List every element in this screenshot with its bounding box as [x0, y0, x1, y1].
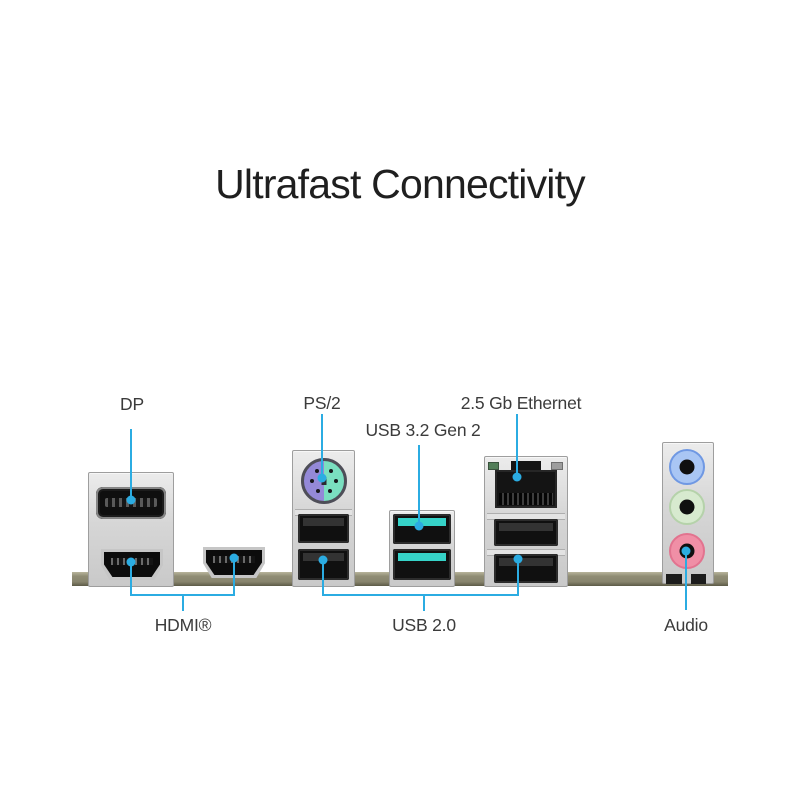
label-audio: Audio [664, 615, 708, 635]
callout-line-ps2 [321, 414, 323, 478]
usb32-bracket [389, 510, 455, 587]
callout-line-hdmi-2 [233, 558, 235, 596]
callout-line-audio [685, 551, 687, 610]
ps2-pin [315, 469, 319, 473]
audio-solder-tab [666, 574, 682, 584]
ethernet-led-right [551, 462, 563, 470]
line-in-jack [669, 449, 705, 485]
label-dp: DP [120, 394, 144, 414]
callout-line-usb20-1 [322, 560, 324, 596]
ethernet-usb-bracket [484, 456, 568, 587]
audio-solder-tab [691, 574, 706, 584]
jack-hole [679, 459, 695, 475]
callout-dot-ethernet [512, 472, 522, 482]
callout-line-ethernet [516, 414, 518, 477]
jack-hole [679, 499, 695, 515]
callout-bracket-hdmi [130, 594, 235, 596]
ps2-pin [334, 479, 338, 483]
rj45-contacts [499, 493, 553, 505]
page-title: Ultrafast Connectivity [215, 161, 586, 207]
ps2-pin [329, 469, 333, 473]
label-hdmi: HDMI® [154, 615, 212, 635]
label-ps2: PS/2 [303, 393, 341, 413]
label-usb32: USB 3.2 Gen 2 [365, 420, 481, 440]
callout-dot-usb32 [414, 521, 424, 531]
label-usb20: USB 2.0 [392, 615, 456, 635]
callout-bracket-usb20 [322, 594, 519, 596]
ps2-port [301, 458, 347, 504]
audio-bracket [662, 442, 714, 584]
callout-dot-ps2 [317, 473, 327, 483]
callout-line-hdmi-1 [130, 562, 132, 596]
line-out-jack [669, 489, 705, 525]
ps2-pin [328, 489, 332, 493]
usb-tongue [499, 523, 553, 531]
callout-line-dp [130, 429, 132, 500]
usb-tongue [303, 518, 344, 526]
ethernet-port [495, 461, 557, 508]
ps2-pin [316, 489, 320, 493]
usb-tongue [499, 558, 553, 566]
callout-line-usb32 [418, 445, 420, 526]
usb2-port-4 [494, 554, 558, 583]
ethernet-led-left [488, 462, 499, 470]
callout-drop-usb20 [423, 596, 425, 611]
callout-line-usb20-2 [517, 559, 519, 596]
callout-drop-hdmi [182, 596, 184, 611]
usb2-port-1 [298, 514, 349, 543]
ps2-pin [310, 479, 314, 483]
usb-tongue-teal [398, 553, 446, 561]
usb32-port-2 [393, 549, 451, 580]
usb2-port-3 [494, 519, 558, 546]
label-ethernet: 2.5 Gb Ethernet [460, 393, 582, 413]
callout-dot-dp [126, 495, 136, 505]
